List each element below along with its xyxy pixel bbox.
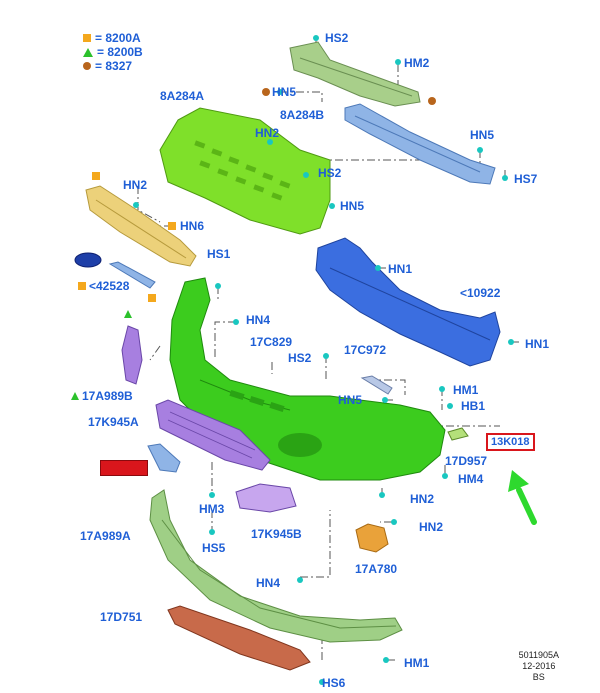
label-17a989a: 17A989A <box>80 529 131 543</box>
label-ref-10922: <10922 <box>460 286 501 300</box>
side-bracket <box>360 375 393 395</box>
label-hn2-grille: HN2 <box>255 126 280 140</box>
label-hn5-top: HN5 <box>272 85 297 99</box>
label-hm2: HM2 <box>404 56 430 70</box>
label-hn1-right: HN1 <box>525 337 550 351</box>
legend-dot: = 8327 <box>83 59 143 73</box>
drawing-footer: 5011905A 12-2016 BS <box>519 650 559 683</box>
label-hn5-grille: HN5 <box>340 199 365 213</box>
label-17a780: 17A780 <box>355 562 398 576</box>
skid-plate <box>167 605 311 671</box>
legend-square: = 8200A <box>83 31 143 45</box>
square-icon <box>83 34 91 42</box>
label-hn1-beam: HN1 <box>388 262 413 276</box>
label-hs2-top: HS2 <box>325 31 349 45</box>
bumper-reinforcement-beam <box>315 237 501 367</box>
label-hn4-bottom: HN4 <box>256 576 281 590</box>
drawing-code: 5011905A <box>518 650 559 660</box>
label-hs7: HS7 <box>514 172 538 186</box>
label-17a989b: 17A989B <box>82 389 133 403</box>
upper-grille-trim <box>85 185 197 267</box>
label-hn2-lower: HN2 <box>410 492 435 506</box>
label-13k018-highlight: 13K018 <box>486 433 535 451</box>
label-hm4: HM4 <box>458 472 484 486</box>
label-17d957: 17D957 <box>445 454 488 468</box>
radiator-grille <box>159 107 331 235</box>
left-small-bracket <box>147 443 181 473</box>
label-8a284b: 8A284B <box>280 108 325 122</box>
label-17k945b: 17K945B <box>251 527 302 541</box>
triangle-icon <box>83 47 93 57</box>
label-hs5: HS5 <box>202 541 226 555</box>
triangle-markers <box>71 310 132 400</box>
tow-bracket-orange <box>355 523 389 553</box>
upper-air-deflector <box>289 41 421 107</box>
fastener-markers <box>133 35 514 685</box>
label-17c829: 17C829 <box>250 335 293 349</box>
label-hm3: HM3 <box>199 502 225 516</box>
label-17d751: 17D751 <box>100 610 143 624</box>
trim-strip <box>108 261 156 289</box>
label-17a894-highlight: 17A894 <box>99 460 149 476</box>
label-hn5-right: HN5 <box>470 128 495 142</box>
grille-slots <box>194 140 291 201</box>
drawing-date: 12-2016 <box>522 661 556 671</box>
pointer-arrow <box>508 470 537 525</box>
label-hs2-bumper: HS2 <box>288 351 312 365</box>
left-bracket-purple <box>121 325 143 385</box>
label-hs6: HS6 <box>322 676 346 690</box>
label-hm1-bottom: HM1 <box>404 656 430 670</box>
label-17k945a: 17K945A <box>88 415 139 429</box>
dot-markers <box>262 88 436 105</box>
label-hn2-left: HN2 <box>123 178 148 192</box>
legend-triangle: = 8200B <box>83 45 143 59</box>
label-hm1-right: HM1 <box>453 383 479 397</box>
ford-emblem <box>74 252 102 268</box>
bumper-vents <box>229 389 285 413</box>
label-ref-42528: <42528 <box>89 279 130 293</box>
label-hn6: HN6 <box>180 219 205 233</box>
lower-grille-purple <box>155 399 271 471</box>
label-hn2-bottom: HN2 <box>419 520 444 534</box>
label-hn4-mid: HN4 <box>246 313 271 327</box>
square-markers <box>78 172 176 302</box>
grille-deflector-blue <box>344 103 496 185</box>
dot-icon <box>83 62 91 70</box>
label-8a284a: 8A284A <box>160 89 205 103</box>
legend: = 8200A = 8200B = 8327 <box>83 31 143 73</box>
tow-eye-cover <box>447 427 469 441</box>
label-hs1: HS1 <box>207 247 231 261</box>
fog-grille-purple <box>235 483 297 513</box>
label-hb1: HB1 <box>461 399 486 413</box>
label-hn5-bumper: HN5 <box>338 393 363 407</box>
label-17c972: 17C972 <box>344 343 387 357</box>
drawing-initials: BS <box>532 672 545 682</box>
label-hs2-mid: HS2 <box>318 166 342 180</box>
